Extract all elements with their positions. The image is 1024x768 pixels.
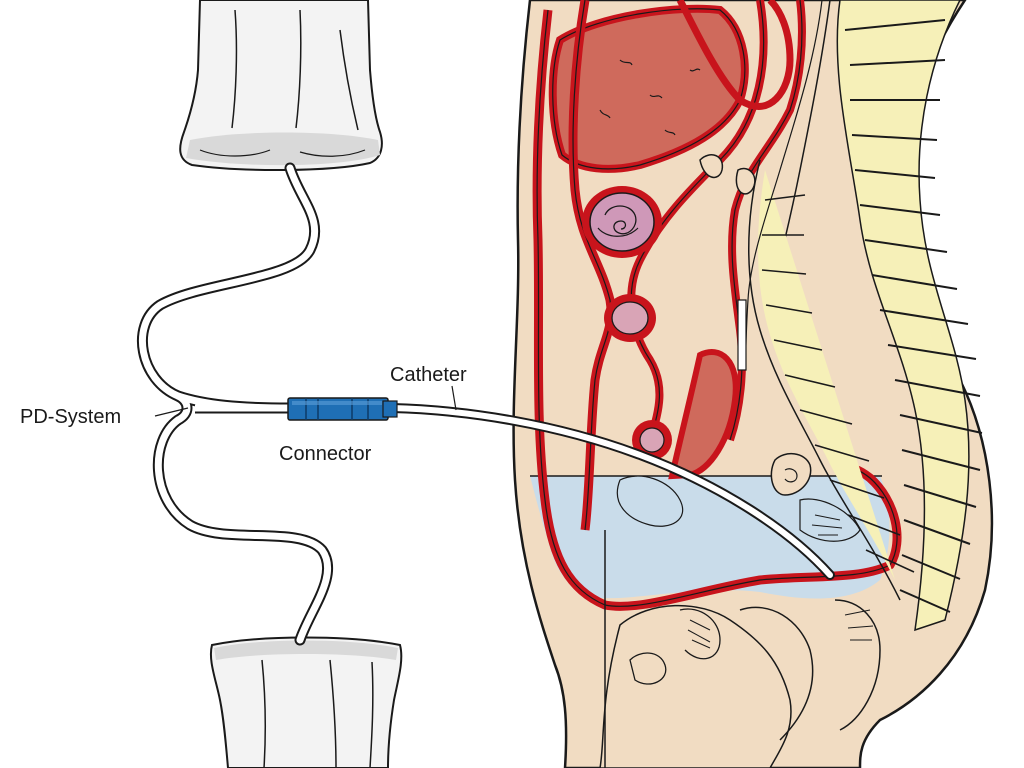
catheter [387,403,835,580]
upper-dialysate-bag [179,0,383,171]
catheter-label: Catheter [390,364,467,386]
spine [737,0,983,632]
kidney [582,186,662,258]
catheter-leader [451,385,457,411]
lower-drain-bag [210,636,403,768]
intestine-loop [604,294,672,460]
connector-label: Connector [279,443,372,465]
liver [548,4,749,173]
pd-system-tubing [136,162,333,646]
pd-system-leader [154,407,189,417]
connector [287,397,398,421]
pd-system-label: PD-System [20,406,121,428]
